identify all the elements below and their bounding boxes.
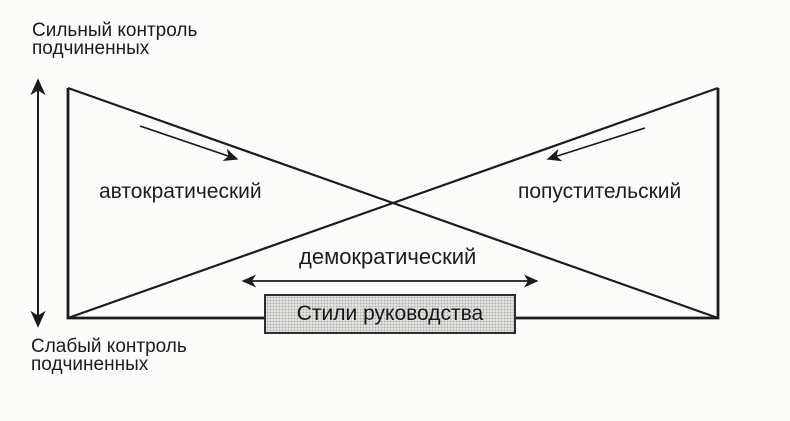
strong-control-label: Сильный контроль подчиненных: [32, 20, 198, 59]
laissez-faire-diagonal: [67, 86, 719, 320]
strong-control-line2: подчиненных: [32, 38, 150, 59]
autocratic-style-label: автократический: [99, 180, 262, 203]
laissez-faire-direction-arrow: [546, 127, 646, 162]
leadership-styles-box: Стили руководства: [264, 294, 516, 334]
weak-control-line1: Слабый контроль: [31, 336, 187, 357]
laissez-faire-style-label: попустительский: [518, 180, 682, 203]
autocratic-direction-arrow: [139, 125, 239, 161]
democratic-style-label: демократический: [299, 244, 477, 269]
weak-control-label: Слабый контроль подчиненных: [31, 336, 187, 375]
weak-control-line2: подчиненных: [31, 354, 149, 375]
strong-control-line1: Сильный контроль: [32, 20, 198, 41]
leadership-styles-box-label: Стили руководства: [296, 302, 484, 325]
